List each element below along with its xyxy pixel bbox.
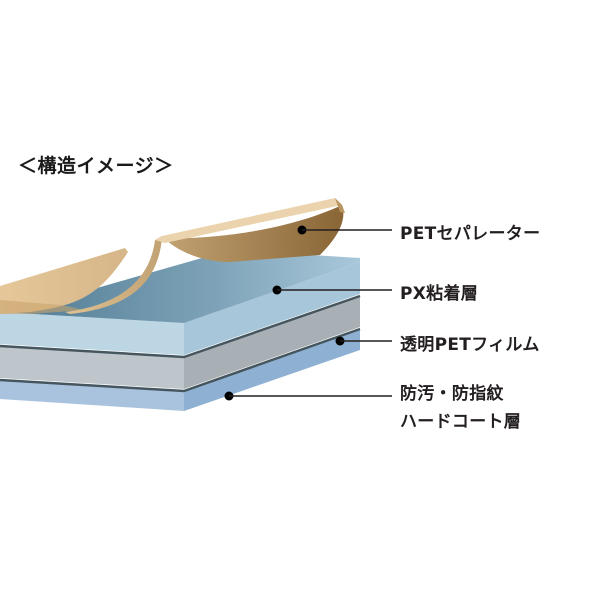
- diagram-title: ＜構造イメージ＞: [18, 155, 174, 177]
- label-hardcoat: 防汚・防指紋 ハードコート層: [400, 380, 521, 436]
- leader-pet-separator: [297, 225, 392, 235]
- leader-transparent-pet: [335, 336, 392, 346]
- transparent-pet-film-layer: [0, 296, 360, 389]
- leader-hardcoat: [224, 391, 392, 401]
- pet-separator-layer: [0, 198, 345, 314]
- label-pet-separator: PETセパレーター: [400, 224, 541, 244]
- label-px-adhesive: PX粘着層: [400, 284, 479, 304]
- hardcoat-layer: [0, 329, 360, 411]
- label-hardcoat-line2: ハードコート層: [400, 412, 522, 432]
- label-hardcoat-line1: 防汚・防指紋: [400, 384, 504, 404]
- label-transparent-pet-film: 透明PETフィルム: [400, 335, 540, 355]
- px-adhesive-layer: [0, 250, 360, 355]
- leader-px-adhesive: [272, 285, 392, 295]
